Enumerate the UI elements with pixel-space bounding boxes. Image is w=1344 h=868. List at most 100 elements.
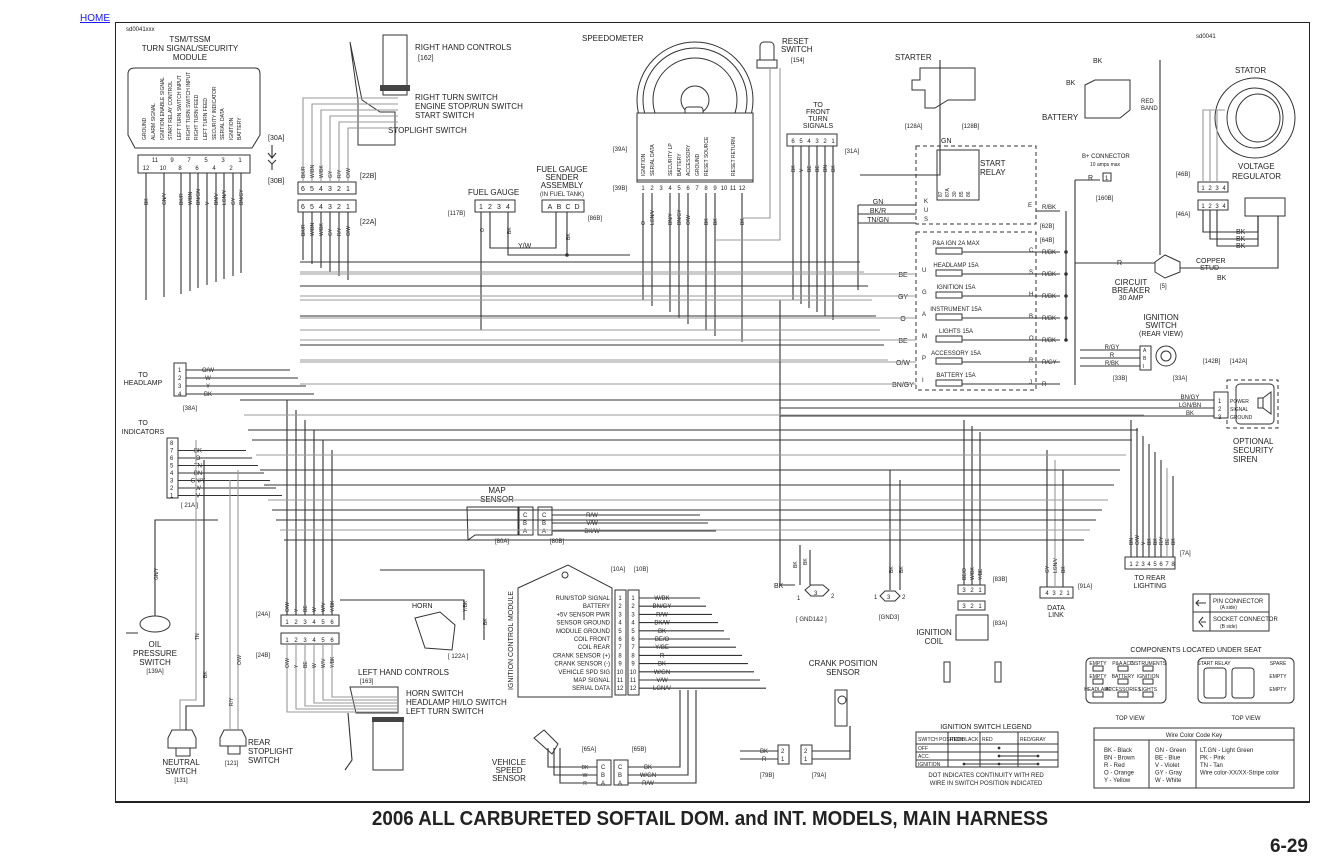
front-turn-wire-label: BE	[815, 165, 821, 172]
indicator-wire-label: V	[196, 494, 200, 500]
fuel-gauge-title: FUEL GAUGE	[468, 188, 519, 197]
tsm-pin-number: 2	[229, 166, 233, 172]
front-turn-pin: 1	[831, 139, 835, 145]
icm-pin-number: 12	[630, 686, 637, 692]
speedo-pin-label: RESET SOURCE	[704, 136, 710, 176]
siren-pin-label: SIGNAL	[1230, 407, 1249, 413]
fuel-gauge-pin: 2	[488, 204, 492, 211]
rhc-conn-a: [22A]	[360, 219, 376, 226]
fuse-icon	[935, 379, 963, 387]
neutral-wire	[179, 440, 197, 730]
fuse-terminal: M	[922, 334, 927, 340]
fuse-name: ACCESSORY 15A	[931, 351, 981, 357]
crank-title-2: SENSOR	[826, 668, 860, 677]
rhc-wire-label: W/BN	[310, 165, 316, 178]
front-turn-wire-label: BN	[823, 165, 829, 172]
indicator-wire-label: O	[196, 456, 201, 462]
fuel-sender-pin: D	[574, 204, 579, 211]
lhc-title: LEFT HAND CONTROLS	[358, 668, 449, 677]
gnd12-wire-bk: BK	[774, 583, 784, 590]
stator: STATOR	[1214, 66, 1296, 159]
vr-pin: 2	[1208, 204, 1212, 210]
horn-wire-label: BK	[483, 618, 489, 625]
rear-lighting-wire-label: BK	[1153, 538, 1159, 545]
speedo-pin-number: 7	[695, 186, 699, 192]
stoplight-title-2: STOPLIGHT	[248, 747, 293, 756]
coil-pin: 1	[978, 604, 982, 610]
rhc-wire-label: BK/R	[301, 166, 307, 178]
continuity-dot	[997, 746, 1001, 750]
neutral-wire-label: TN	[195, 633, 201, 640]
tsm-wire-label: GN/Y	[162, 192, 168, 205]
starter: STARTER [128A] [128B] GN BK	[895, 53, 1103, 145]
tsm-pin-label: IGNITION ENABLE SIGNAL	[160, 77, 166, 140]
gnd3-pin-2: 2	[902, 595, 906, 601]
map-pin: B	[542, 521, 546, 527]
gnd3-pin-3: 3	[887, 595, 891, 601]
crank-wire-sensor	[812, 726, 851, 760]
lhc-wire-label: O/W	[285, 658, 291, 668]
color-key-entry: BK - Black	[1104, 748, 1133, 754]
tsm-wire-label: V	[205, 201, 211, 205]
drawing-code-right: sd0041	[1196, 34, 1216, 40]
vr-pin: 2	[1208, 186, 1212, 192]
icm-pin-number: 4	[631, 621, 635, 627]
lhc-switch-left-turn: LEFT TURN SWITCH	[406, 707, 484, 716]
tsm-pin-number: 6	[195, 166, 199, 172]
stoplight-wire-label: R/Y	[229, 697, 235, 706]
gnd12-pin-2: 2	[831, 594, 835, 600]
diagram-frame	[115, 22, 1310, 803]
front-turn-wire-label: V	[799, 168, 805, 172]
ign-legend-row: IGNITION	[918, 762, 941, 768]
fuse-name: LIGHTS 15A	[939, 329, 973, 335]
crank-pin: 2	[804, 749, 808, 755]
front-turn-pin: 4	[807, 139, 811, 145]
icm-wire-label: BK/W	[654, 621, 670, 627]
home-link[interactable]: HOME	[80, 13, 110, 24]
under-seat-fuse-icon	[1117, 665, 1129, 672]
rhc-wire-label: GY	[328, 228, 334, 236]
under-seat-fuse-icon	[1092, 678, 1104, 685]
stoplight-wire-label: O/W	[237, 655, 243, 665]
speedo-wire-label: BN/GY	[677, 209, 683, 225]
speedo-wire-label: BK	[740, 218, 746, 225]
fuse-terminal: C	[1029, 248, 1034, 254]
fuel-sender-title-2: SENDER	[545, 173, 579, 182]
lhc-ref: [163]	[360, 679, 374, 685]
icm-pin-label: MAP SIGNAL	[573, 678, 610, 684]
reset-wire	[715, 68, 781, 241]
siren-wire-label: BK	[1186, 411, 1194, 417]
siren-wire-label: LGN/BN	[1179, 403, 1201, 409]
rear-lighting-wire-label: BK	[1147, 538, 1153, 545]
coil-pin: 1	[978, 588, 982, 594]
lhc-pin: 5	[321, 638, 325, 644]
color-key-entry: V - Violet	[1155, 763, 1180, 769]
speedo-pin-label: GROUND	[695, 153, 701, 176]
oil-wire-label: GN/Y	[154, 567, 160, 580]
neutral-wire-label: BK	[203, 671, 209, 678]
front-turn-pin: 5	[799, 139, 803, 145]
vss-wire-label: R	[583, 781, 587, 787]
vr-conn-a: [46A]	[1176, 212, 1190, 218]
data-link-title-1: DATA	[1047, 605, 1065, 612]
front-turn-title-1: TO	[813, 102, 823, 109]
crank-wire-sensor	[812, 726, 851, 752]
fuse-terminal: S	[1029, 270, 1033, 276]
tsm-pin-number: 12	[143, 166, 150, 172]
legend-pin-2: (A side)	[1220, 605, 1237, 611]
start-relay-title-2: RELAY	[980, 168, 1006, 177]
gnd-wire	[779, 300, 795, 586]
icm-pin-number: 8	[631, 653, 635, 659]
gnd12-pin-3: 3	[814, 591, 818, 597]
icm-pin-number: 9	[631, 662, 635, 668]
lhc-pin: 4	[312, 638, 316, 644]
front-turn-wire-label: BE	[807, 165, 813, 172]
vss-wire-label: BK	[644, 765, 652, 771]
battery: BATTERY RED BAND BK	[1042, 79, 1158, 122]
speedo-pin-number: 10	[721, 186, 728, 192]
